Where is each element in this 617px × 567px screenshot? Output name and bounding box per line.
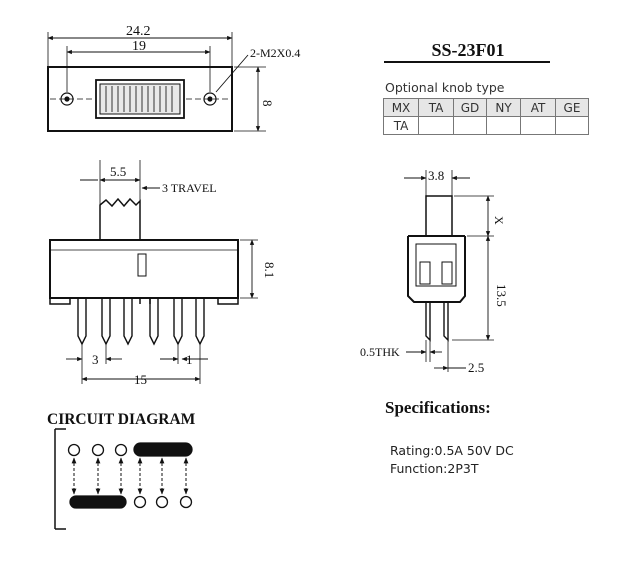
dim-end-width: 3.8 — [428, 168, 444, 183]
knob-selected-row: TA — [383, 116, 589, 135]
knob-table: MX TA GD NY AT GE TA — [383, 98, 589, 135]
knob-selected — [453, 116, 487, 135]
dim-top-holes: 19 — [132, 39, 146, 54]
specs-title: Specifications: — [385, 398, 491, 417]
dim-pin-span: 15 — [134, 372, 147, 387]
dim-knob-width: 5.5 — [110, 164, 126, 179]
knob-selected: TA — [383, 116, 419, 135]
end-view — [404, 170, 494, 372]
knob-selected — [555, 116, 589, 135]
circuit-title: CIRCUIT DIAGRAM — [47, 411, 196, 428]
knob-caption: Optional knob type — [385, 80, 505, 95]
dim-travel: 3 TRAVEL — [162, 181, 217, 195]
knob-option: TA — [418, 98, 454, 117]
knob-option: NY — [486, 98, 521, 117]
contact-bar-right — [133, 442, 193, 457]
dim-screw: 2-M2X0.4 — [250, 46, 300, 60]
contact-bar-left — [69, 495, 127, 509]
dim-end-height: 13.5 — [494, 284, 509, 307]
side-view — [49, 160, 258, 384]
dim-end-pin: 2.5 — [468, 360, 484, 375]
knob-selected — [418, 116, 454, 135]
knob-option-row: MX TA GD NY AT GE — [383, 98, 589, 117]
knob-selected — [520, 116, 556, 135]
knob-option: AT — [520, 98, 556, 117]
knob-option: MX — [383, 98, 419, 117]
knob-option: GE — [555, 98, 589, 117]
knob-selected — [486, 116, 521, 135]
model-underline — [384, 61, 550, 63]
knob-option: GD — [453, 98, 487, 117]
dim-top-height: 8 — [260, 100, 275, 107]
terminal-circles — [67, 443, 193, 509]
dim-end-x: X — [492, 216, 506, 225]
dim-pin-spacing: 3 — [92, 352, 99, 367]
dim-thickness: 0.5THK — [360, 345, 400, 359]
spec-function: Function:2P3T — [390, 461, 479, 476]
dim-pin-gap: 1 — [186, 352, 193, 367]
spec-rating: Rating:0.5A 50V DC — [390, 443, 514, 458]
dim-side-height: 8.1 — [262, 262, 277, 278]
circuit-outline — [54, 428, 66, 530]
dim-top-overall: 24.2 — [126, 24, 151, 39]
top-view — [47, 32, 266, 132]
model-number: SS-23F01 — [431, 40, 505, 60]
circuit-diagram — [54, 428, 193, 530]
